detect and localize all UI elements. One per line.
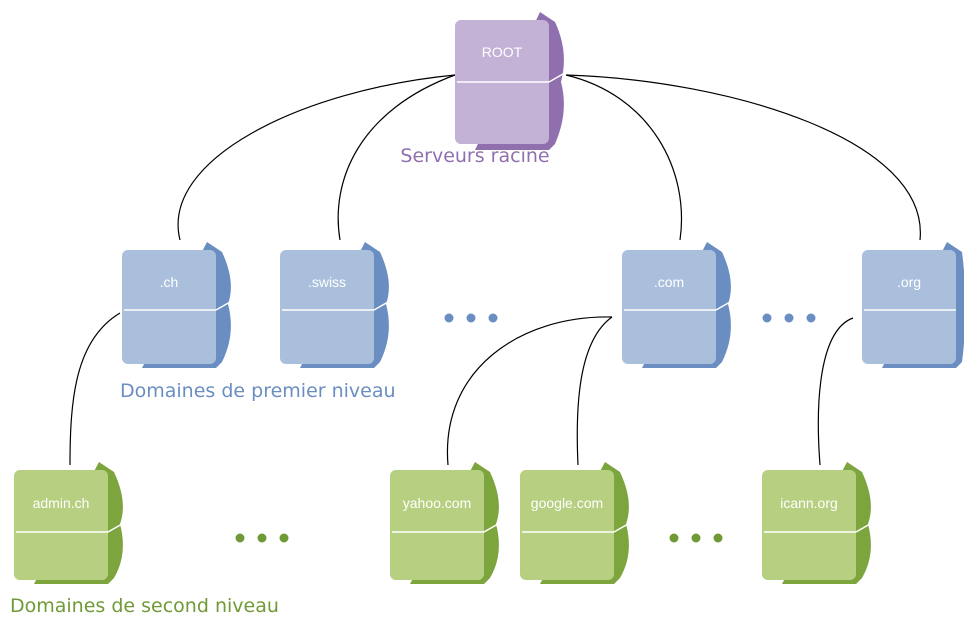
- tld-server-edge: [373, 301, 389, 311]
- tld-caption: Domaines de premier niveau: [120, 380, 396, 402]
- tld-server-ch: .ch: [122, 242, 231, 368]
- tld-server-edge: [215, 301, 231, 311]
- connection-lines: [69, 74, 921, 466]
- sld-server-edge: [613, 523, 629, 533]
- ellipsis-dot: [713, 533, 723, 543]
- sld-server-label: icann.org: [780, 495, 838, 511]
- ellipsis-dot: [806, 313, 816, 323]
- sld-server-front: [520, 470, 614, 580]
- root-caption: Serveurs racine: [400, 145, 549, 167]
- sld-server-front: [762, 470, 856, 580]
- tld-server-com: .com: [622, 242, 731, 368]
- sld-server-edge: [107, 523, 123, 533]
- ellipsis-dot: [691, 533, 701, 543]
- sld-server-yahoo-com: yahoo.com: [390, 462, 499, 584]
- tld-server-label: .ch: [160, 274, 179, 290]
- link-root-com: [565, 74, 683, 241]
- sld-server-icann-org: icann.org: [762, 462, 871, 584]
- root-server: ROOT: [455, 12, 564, 150]
- tld-ellipsis-1: [444, 313, 498, 323]
- root-server-edge: [548, 73, 564, 83]
- sld-server-admin-ch: admin.ch: [14, 462, 123, 584]
- sld-server-edge: [483, 523, 499, 533]
- ellipsis-dot: [669, 533, 679, 543]
- link-root-ch: [177, 74, 456, 241]
- sld-server-front: [14, 470, 108, 580]
- sld-server-edge: [855, 523, 871, 533]
- sld-server-label: yahoo.com: [403, 495, 471, 511]
- ellipsis-dot: [762, 313, 772, 323]
- sld-ellipsis-1: [235, 533, 289, 543]
- sld-server-label: google.com: [531, 495, 603, 511]
- link-ch-admin: [69, 312, 121, 466]
- tld-server-label: .swiss: [308, 274, 346, 290]
- sld-caption: Domaines de second niveau: [10, 595, 279, 617]
- tld-server-swiss: .swiss: [280, 242, 389, 368]
- ellipsis-dot: [466, 313, 476, 323]
- tld-server-label: .com: [654, 274, 684, 290]
- root-server-label: ROOT: [482, 44, 523, 60]
- tld-server-label: .org: [897, 274, 921, 290]
- tld-server-org: .org: [862, 242, 964, 368]
- ellipsis-dot: [784, 313, 794, 323]
- tld-server-front: [862, 250, 956, 364]
- ellipsis-dot: [279, 533, 289, 543]
- link-root-org: [565, 74, 921, 241]
- link-org-icann: [817, 317, 854, 466]
- tld-ellipsis-2: [762, 313, 816, 323]
- ellipsis-dot: [444, 313, 454, 323]
- sld-server-label: admin.ch: [33, 495, 90, 511]
- tld-server-edge: [715, 301, 731, 311]
- ellipsis-dot: [488, 313, 498, 323]
- ellipsis-dot: [257, 533, 267, 543]
- tld-server-front: [122, 250, 216, 364]
- link-root-swiss: [337, 74, 456, 241]
- tld-server-front: [622, 250, 716, 364]
- tld-server-front: [280, 250, 374, 364]
- ellipsis-dot: [235, 533, 245, 543]
- sld-server-front: [390, 470, 484, 580]
- sld-server-google-com: google.com: [520, 462, 629, 584]
- link-com-google: [576, 316, 613, 466]
- sld-ellipsis-2: [669, 533, 723, 543]
- link-com-yahoo: [446, 316, 613, 466]
